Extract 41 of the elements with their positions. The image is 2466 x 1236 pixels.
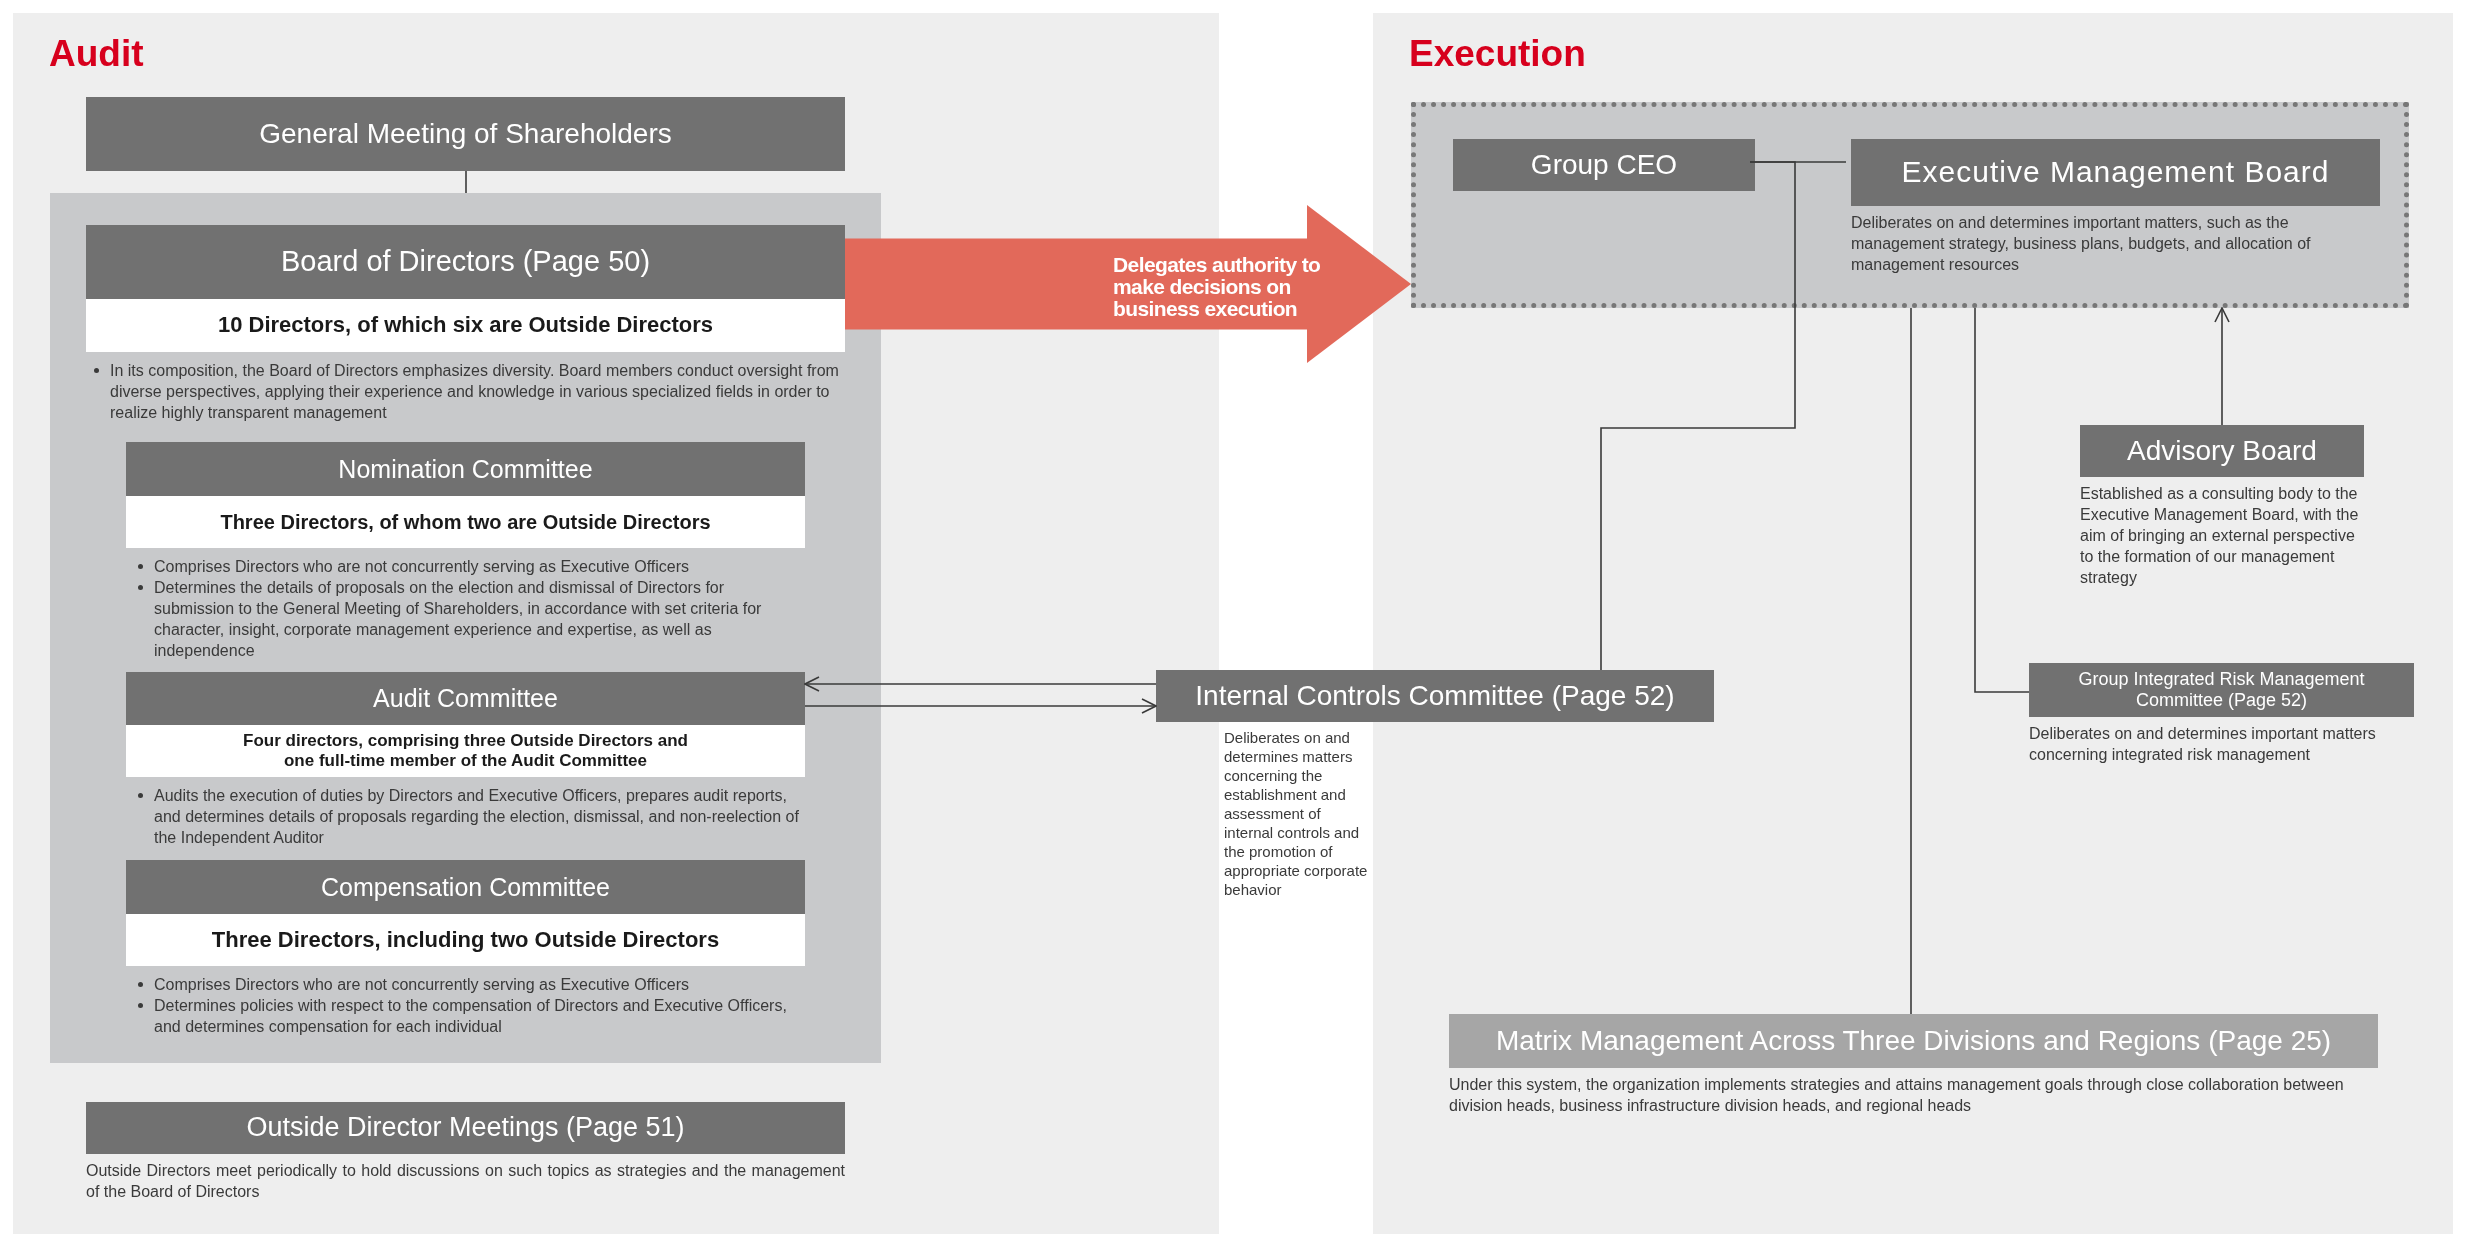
- title-bar: Matrix Management Across Three Divisions and Regions (Page 25): [1449, 1014, 2378, 1068]
- member-summary: 10 Directors, of which six are Outside Directors: [86, 299, 845, 352]
- dotted-frame: [1411, 102, 2409, 308]
- title-bar: Internal Controls Committee (Page 52): [1156, 670, 1714, 722]
- description-text: Deliberates on and determines important matters, such as the management strategy, business plans, budgets, and allocation of management resources: [1851, 213, 2312, 275]
- arrow: [2214, 307, 2230, 426]
- bullet-text: Comprises Directors who are not concurrently serving as Executive Officers: [130, 556, 805, 577]
- title-bar: Audit Committee: [126, 672, 805, 725]
- connector-line: [1910, 307, 1912, 1015]
- title-bar: General Meeting of Shareholders: [86, 97, 845, 171]
- title-bar: Outside Director Meetings (Page 51): [86, 1102, 845, 1154]
- bullet-text: Determines the details of proposals on the election and dismissal of Directors for submission to the General Meeting of Shareholders, in accordance with set criteria for character, insight, corporate management experience and expertise, as well as independence: [130, 577, 805, 661]
- member-summary: Three Directors, of whom two are Outside Directors: [126, 496, 805, 548]
- connector-line: [1974, 307, 2030, 693]
- title-bar: Group CEO: [1453, 139, 1755, 191]
- title-bar: Compensation Committee: [126, 860, 805, 914]
- connector-line: [1600, 161, 1796, 671]
- panel-heading: Execution: [1409, 35, 1586, 72]
- edge-label: Delegates authority to make decisions on business execution: [1113, 254, 1322, 321]
- title-bar: Group Integrated Risk Management Committee (Page 52): [2029, 663, 2414, 717]
- description-text: Deliberates on and determines matters concerning the establishment and assessment of internal controls and the promotion of appropriate corporate behavior: [1224, 728, 1369, 899]
- arrow: [804, 676, 1157, 692]
- bullet-text: In its composition, the Board of Directors emphasizes diversity. Board members conduct oversight from diverse perspectives, applying their experience and knowledge in various specialized fields in order to realize highly transparent management: [86, 360, 845, 423]
- description-text: Outside Directors meet periodically to hold discussions on such topics as strategies and the management of the Board of Directors: [86, 1161, 845, 1202]
- connector-line: [465, 170, 467, 194]
- delegation-arrow: [845, 205, 1411, 363]
- bullet-text: Determines policies with respect to the compensation of Directors and Executive Officers, and determines compensation for each individual: [130, 995, 805, 1037]
- arrow: [804, 698, 1157, 714]
- title-bar: Executive Management Board: [1851, 139, 2380, 206]
- title-bar: Board of Directors (Page 50): [86, 225, 845, 299]
- description-text: Deliberates on and determines important matters concerning integrated risk management: [2029, 724, 2377, 765]
- member-summary: Three Directors, including two Outside Directors: [126, 914, 805, 966]
- panel-heading: Audit: [49, 35, 144, 72]
- bullet-text: Audits the execution of duties by Directors and Executive Officers, prepares audit reports, and determines details of proposals regarding the election, dismissal, and non-reelection of the Independent Auditor: [130, 785, 805, 848]
- title-bar: Nomination Committee: [126, 442, 805, 496]
- member-summary: Four directors, comprising three Outside Directors and one full-time member of the Audit Committee: [126, 725, 805, 777]
- bullet-text: Comprises Directors who are not concurrently serving as Executive Officers: [130, 974, 805, 995]
- title-bar: Advisory Board: [2080, 425, 2364, 477]
- description-text: Under this system, the organization implements strategies and attains management goals through close collaboration between division heads, business infrastructure division heads, and regional heads: [1449, 1075, 2345, 1116]
- group-frame: [50, 193, 881, 1063]
- description-text: Established as a consulting body to the Executive Management Board, with the aim of bringing an external perspective to the formation of our management strategy: [2080, 484, 2360, 588]
